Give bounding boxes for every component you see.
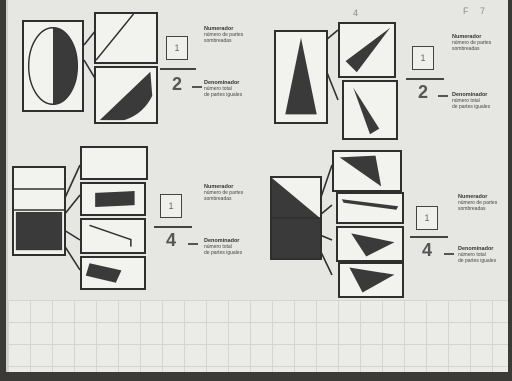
denominator-value: 2 bbox=[172, 74, 182, 95]
whole-shape bbox=[22, 20, 84, 112]
part-shape bbox=[80, 218, 146, 254]
denominator-label: Denominador número total de partes igual… bbox=[204, 238, 252, 256]
part-shape-shaded bbox=[336, 226, 404, 262]
numerator-box: 1 bbox=[166, 36, 188, 60]
dash bbox=[192, 86, 202, 88]
dash bbox=[188, 243, 198, 245]
whole-shape bbox=[12, 166, 66, 256]
part-shape-shaded bbox=[338, 22, 396, 78]
part-shape bbox=[94, 12, 158, 64]
denominator-value: 4 bbox=[166, 230, 176, 251]
dash bbox=[438, 95, 448, 97]
whole-shape bbox=[274, 30, 328, 124]
fraction-bar bbox=[160, 68, 196, 70]
denominator-label: Denominador número total de partes igual… bbox=[458, 246, 506, 264]
whole-shape bbox=[270, 176, 322, 260]
fraction-bar bbox=[154, 226, 192, 228]
numerator-label: Numerador número de partes sombreadas bbox=[204, 184, 252, 202]
numerator-label: Numerador número de partes sombreadas bbox=[204, 26, 252, 44]
fraction-bar bbox=[410, 236, 448, 238]
numerator-box: 1 bbox=[160, 194, 182, 218]
denominator-value: 2 bbox=[418, 82, 428, 103]
numerator-label: Numerador número de partes sombreadas bbox=[452, 34, 500, 52]
numerator-box: 1 bbox=[412, 46, 434, 70]
part-shape-shaded bbox=[338, 262, 404, 298]
part-shape-shaded bbox=[94, 66, 158, 124]
part-shape-shaded bbox=[332, 150, 402, 192]
part-shape-shaded bbox=[80, 256, 146, 290]
denominator-label: Denominador número total de partes igual… bbox=[204, 80, 252, 98]
part-shape bbox=[80, 146, 148, 180]
fraction-bar bbox=[406, 78, 444, 80]
denominator-label: Denominador número total de partes igual… bbox=[452, 92, 500, 110]
header-mark: 4 bbox=[353, 8, 358, 18]
grid-paper-strip bbox=[8, 300, 508, 372]
worksheet-paper: 4 F 7 1 2 Numerador númer bbox=[6, 0, 508, 372]
denominator-value: 4 bbox=[422, 240, 432, 261]
part-shape-shaded bbox=[342, 80, 398, 140]
numerator-label: Numerador número de partes sombreadas bbox=[458, 194, 506, 212]
part-shape-shaded bbox=[336, 192, 404, 224]
header-mark: 7 bbox=[480, 6, 485, 16]
header-mark: F bbox=[463, 6, 469, 16]
numerator-box: 1 bbox=[416, 206, 438, 230]
part-shape-shaded bbox=[80, 182, 146, 216]
dash bbox=[444, 253, 454, 255]
